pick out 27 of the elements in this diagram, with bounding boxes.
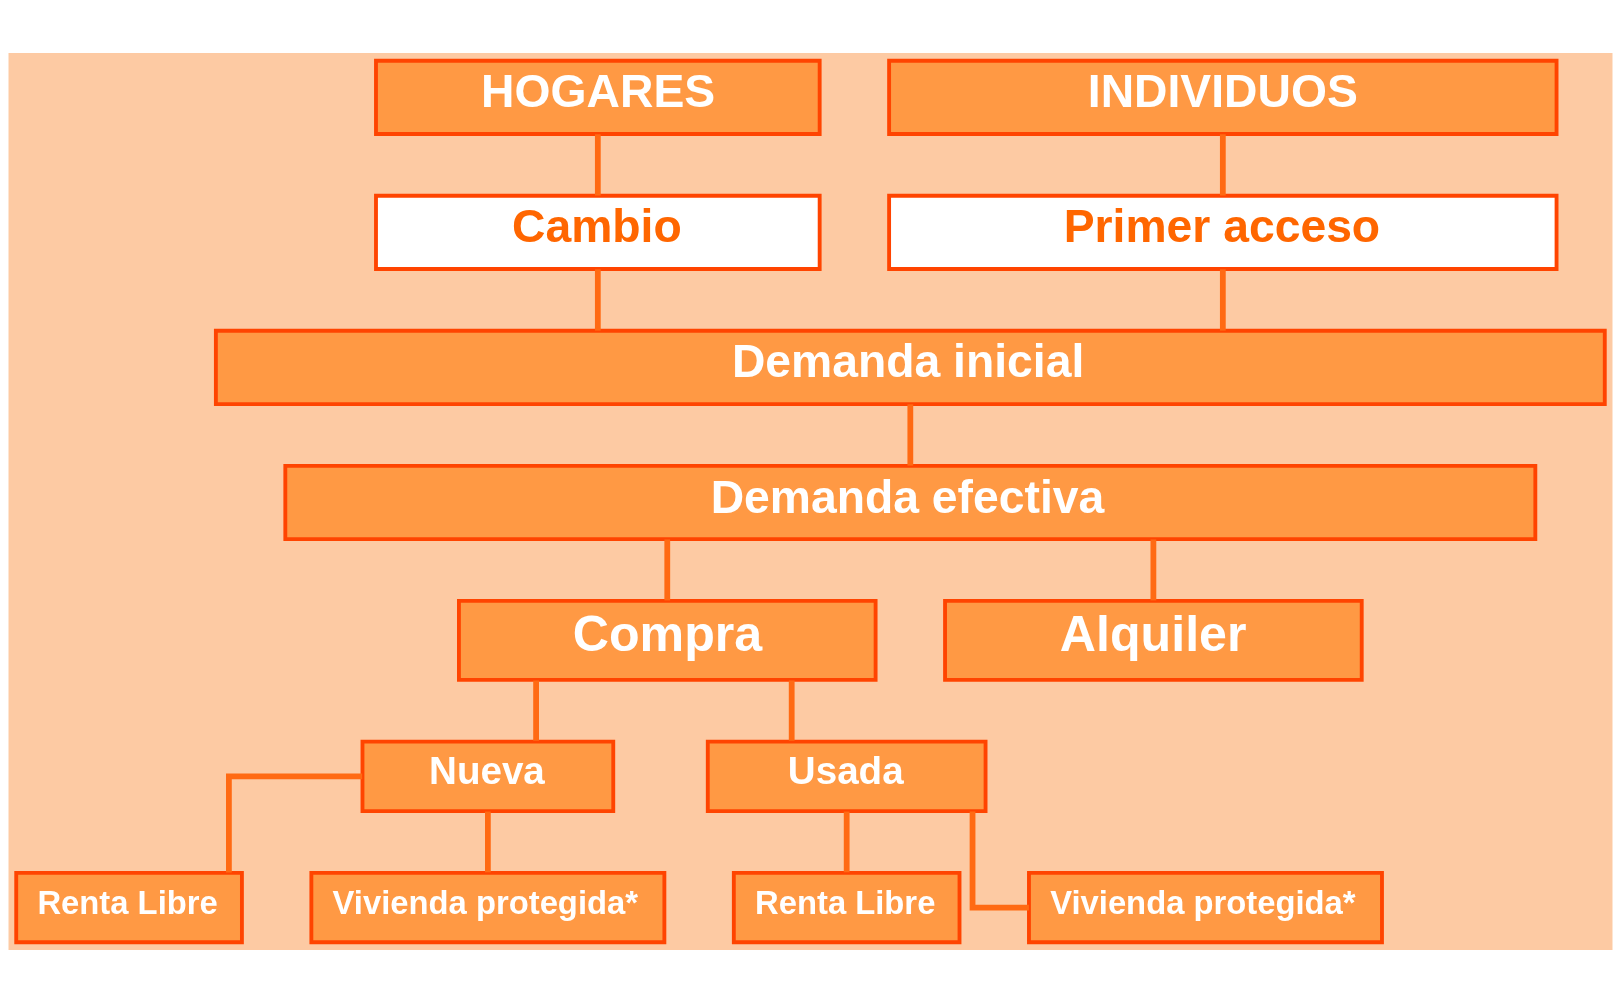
node-box: Vivienda protegida* — [309, 870, 667, 944]
node-box: Renta Libre — [14, 870, 244, 944]
node-box: INDIVIDUOS — [887, 58, 1559, 136]
connector — [969, 811, 1029, 910]
node-box: Vivienda protegida* — [1027, 870, 1384, 944]
connector — [594, 268, 601, 331]
node-box: Demanda inicial — [213, 328, 1607, 406]
connector — [788, 679, 795, 741]
node-box: Primer acceso — [887, 193, 1559, 271]
connector — [907, 403, 914, 466]
node-box: HOGARES — [374, 58, 822, 136]
connector — [226, 773, 363, 872]
connector — [843, 811, 850, 872]
node-box: Cambio — [374, 193, 822, 271]
node-box: Nueva — [360, 739, 616, 813]
connector — [594, 133, 601, 196]
node-box: Compra — [457, 598, 878, 682]
connector — [664, 538, 671, 600]
connector — [1219, 268, 1226, 331]
connector — [484, 811, 491, 872]
connector — [533, 679, 539, 741]
node-box: Alquiler — [943, 598, 1364, 682]
node-box: Demanda efectiva — [283, 463, 1538, 541]
node-box: Usada — [705, 739, 988, 813]
connector — [1219, 133, 1226, 196]
node-box: Renta Libre — [731, 870, 962, 944]
connector — [1150, 538, 1157, 600]
